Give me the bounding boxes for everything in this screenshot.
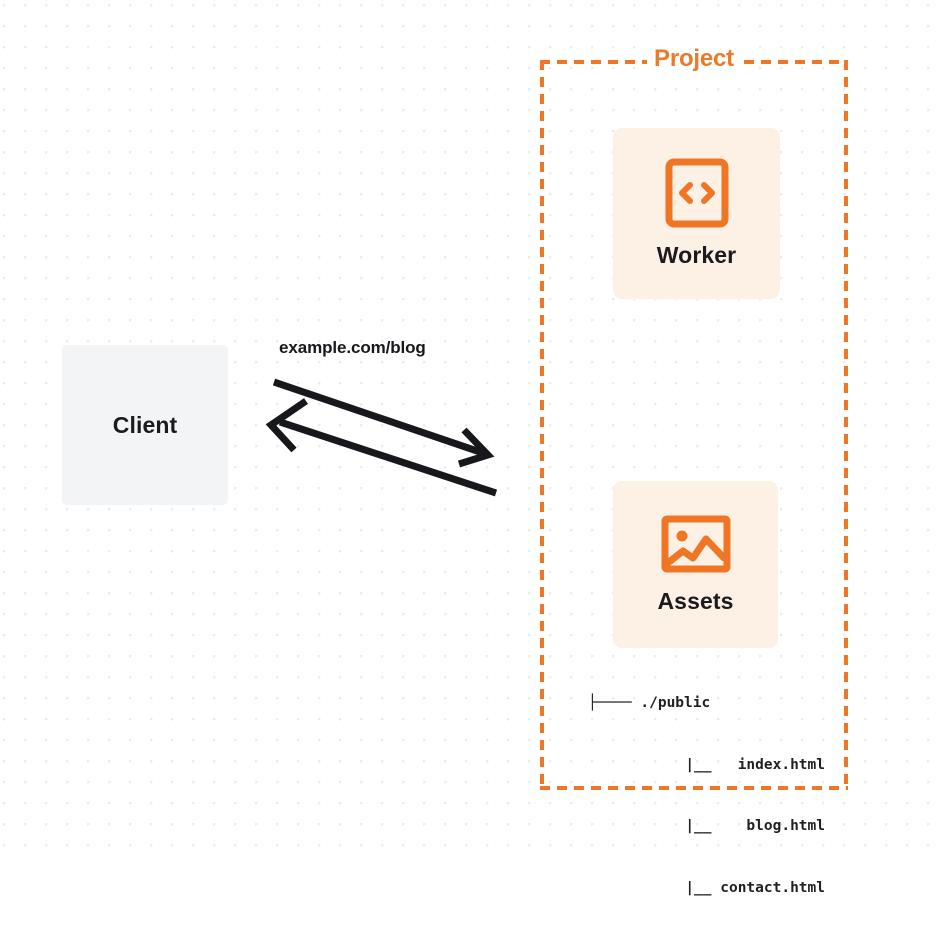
assets-card[interactable]: Assets (613, 481, 778, 648)
project-container: Project Worker Assets ├──── ./public |__… (540, 45, 848, 896)
code-brackets-icon (664, 158, 730, 228)
worker-card-label: Worker (656, 242, 737, 268)
file-tree-item: |__ index.html (685, 756, 825, 773)
request-response-arrows (265, 378, 498, 497)
worker-card[interactable]: Worker (613, 128, 780, 299)
project-title: Project (647, 45, 741, 73)
file-tree-item: |__ contact.html (685, 879, 825, 896)
assets-card-label: Assets (657, 588, 734, 614)
client-node[interactable]: Client (62, 345, 228, 505)
project-border-bottom (540, 786, 848, 790)
image-picture-icon (661, 514, 731, 574)
client-node-label: Client (112, 411, 178, 438)
response-arrow-icon (265, 398, 498, 497)
assets-file-tree: ├──── ./public |__ index.html |__ blog.h… (580, 652, 825, 939)
project-border-right (844, 60, 848, 790)
diagram-canvas (0, 0, 938, 860)
file-tree-item: |__ blog.html (685, 818, 825, 834)
request-arrow-icon (272, 378, 495, 468)
file-tree-root: ├──── ./public (588, 695, 711, 711)
project-border-left (540, 60, 544, 790)
connector-url-label: example.com/blog (279, 338, 426, 357)
